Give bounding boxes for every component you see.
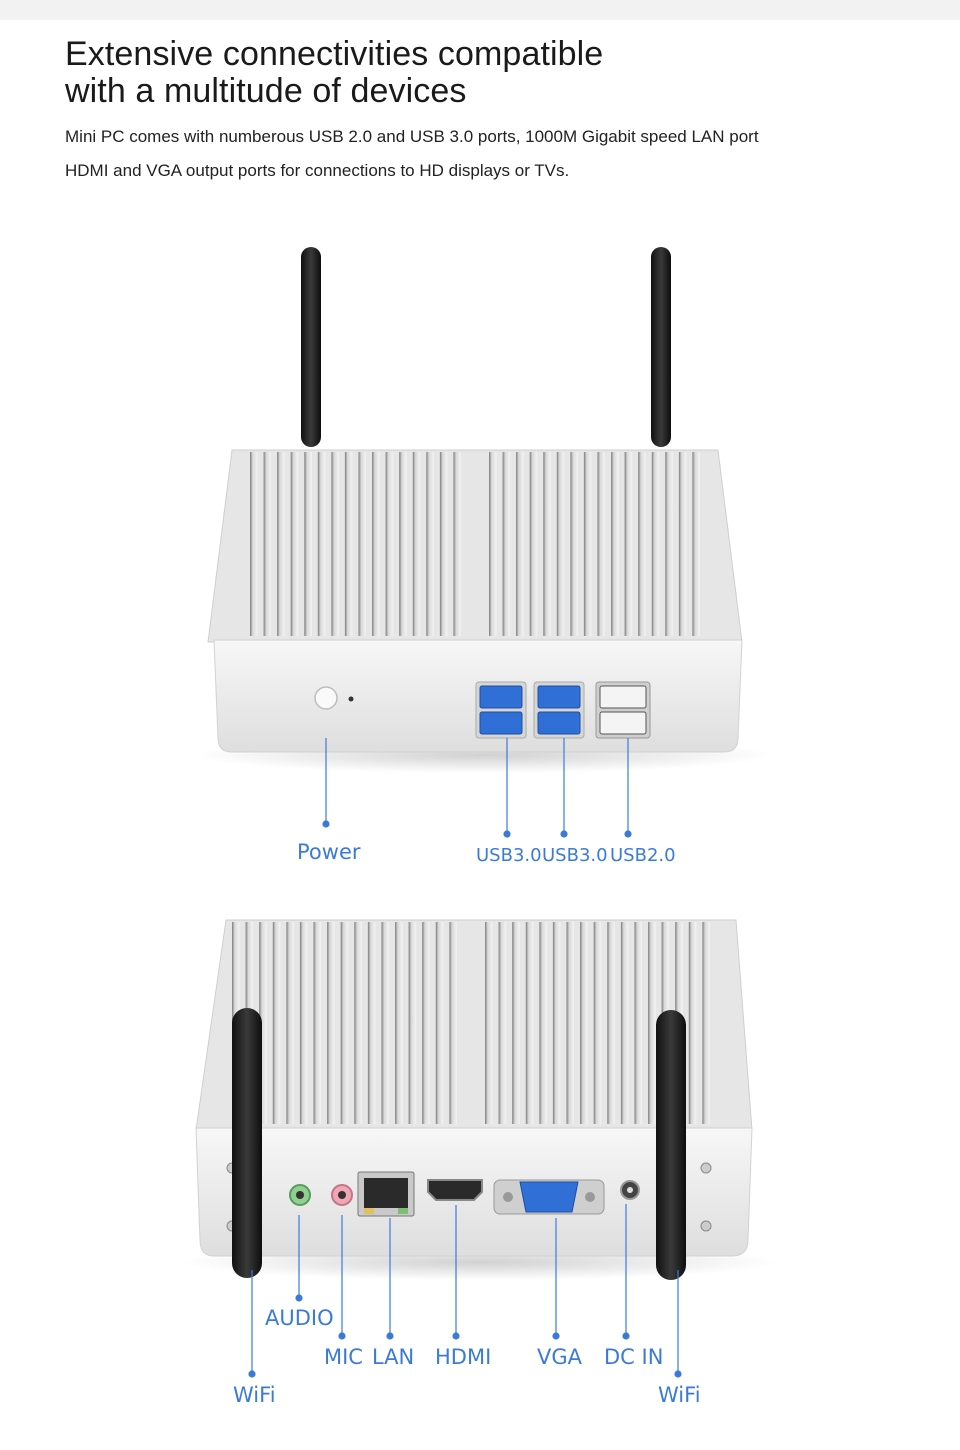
description-line-2: HDMI and VGA output ports for connection… xyxy=(65,161,570,180)
heatsink-fin xyxy=(611,452,619,636)
heatsink-fin xyxy=(358,452,366,636)
heatsink-fin xyxy=(552,922,561,1124)
heatsink-fin xyxy=(607,922,615,1124)
heatsink-fin xyxy=(277,452,285,636)
heatsink-fin xyxy=(422,922,430,1124)
power-label: Power xyxy=(297,840,361,864)
heatsink-fin xyxy=(648,922,656,1124)
usb2-label: USB2.0 xyxy=(610,845,676,866)
heatsink-fin xyxy=(272,922,281,1124)
heatsink-fin xyxy=(344,452,353,636)
usb3-label-a: USB3.0 xyxy=(476,845,542,866)
heatsink-fin xyxy=(692,452,700,636)
heatsink-fin xyxy=(367,922,376,1124)
heatsink-fin xyxy=(439,452,448,636)
heatsink-fin xyxy=(331,452,339,636)
heatsink-fin xyxy=(624,452,633,636)
heatsink-fin xyxy=(399,452,407,636)
heatsink-fin xyxy=(381,922,389,1124)
heatsink-fin xyxy=(566,922,574,1124)
heatsink-fin xyxy=(435,922,444,1124)
power-led xyxy=(348,696,354,702)
antenna-left-rear xyxy=(301,247,321,447)
heatsink-fin xyxy=(620,922,629,1124)
heatsink-fin xyxy=(286,922,294,1124)
heatsink-fin xyxy=(543,452,551,636)
heatsink-fin xyxy=(593,922,602,1124)
heatsink-fin xyxy=(395,922,403,1124)
heatsink-fin xyxy=(290,452,299,636)
heatsink-fin xyxy=(485,922,493,1124)
heatsink-fin xyxy=(327,922,335,1124)
usb2-port-group xyxy=(595,681,651,739)
heatsink-fin xyxy=(259,922,267,1124)
usb3-port-group-b xyxy=(533,681,585,739)
heatsink-fin xyxy=(426,452,434,636)
hdmi-port xyxy=(427,1179,483,1201)
heatsink-fin xyxy=(317,452,326,636)
vga-port xyxy=(493,1179,605,1215)
title-line-1: Extensive connectivities compatible xyxy=(65,35,604,73)
lan-port xyxy=(357,1171,415,1217)
antenna-left-front xyxy=(232,1008,262,1278)
heatsink-fin xyxy=(489,452,497,636)
heatsink-fin xyxy=(665,452,673,636)
heatsink-fin xyxy=(556,452,565,636)
description-line-1: Mini PC comes with numberous USB 2.0 and… xyxy=(65,127,759,146)
heatsink-fin xyxy=(539,922,547,1124)
page-title: Extensive connectivities compatible with… xyxy=(65,36,925,110)
heatsink-fin xyxy=(516,452,524,636)
heatsink-fin xyxy=(498,922,507,1124)
heatsink-fin xyxy=(502,452,511,636)
heatsink-fin xyxy=(525,922,534,1124)
heatsink-fin xyxy=(313,922,321,1124)
lan-label: LAN xyxy=(372,1345,415,1369)
mic-label: MIC xyxy=(324,1345,363,1369)
heatsink-fin xyxy=(583,452,592,636)
heatsink-fin xyxy=(299,922,308,1124)
heatsink-fin xyxy=(702,922,710,1124)
heatsink-fin xyxy=(250,452,258,636)
heatsink-fin xyxy=(449,922,457,1124)
power-button xyxy=(314,686,338,710)
heatsink-fin xyxy=(263,452,272,636)
antenna-right-front xyxy=(656,1010,686,1280)
hdmi-label: HDMI xyxy=(435,1345,492,1369)
top-strip xyxy=(0,0,960,20)
mini-pc-rear-view xyxy=(180,919,780,1378)
audio-label: AUDIO xyxy=(265,1306,334,1330)
usb3-label-b: USB3.0 xyxy=(542,845,608,866)
heatsink-fin xyxy=(354,922,362,1124)
heatsink-fin xyxy=(638,452,646,636)
heatsink-fin xyxy=(580,922,588,1124)
heatsink-fin xyxy=(597,452,605,636)
mini-pc-front-view xyxy=(193,247,773,838)
heatsink-fin xyxy=(340,922,349,1124)
heatsink-fin xyxy=(412,452,421,636)
heatsink-fin xyxy=(651,452,660,636)
wifi-label-right: WiFi xyxy=(658,1383,701,1407)
vga-label: VGA xyxy=(537,1345,583,1369)
heatsink-fin xyxy=(453,452,461,636)
antenna-right-rear xyxy=(651,247,671,447)
heatsink-fin xyxy=(634,922,642,1124)
heatsink-fin xyxy=(512,922,520,1124)
heatsink-fin xyxy=(304,452,312,636)
heatsink-fin xyxy=(529,452,538,636)
wifi-label-left: WiFi xyxy=(233,1383,276,1407)
heatsink-fin xyxy=(570,452,578,636)
heatsink-fin xyxy=(408,922,417,1124)
heatsink-fin xyxy=(688,922,697,1124)
title-line-2: with a multitude of devices xyxy=(65,72,467,110)
usb3-port-group-a xyxy=(475,681,527,739)
heatsink-fin xyxy=(385,452,394,636)
dc-in-label: DC IN xyxy=(604,1345,664,1369)
heatsink-fin xyxy=(372,452,380,636)
heatsink-fin xyxy=(678,452,687,636)
